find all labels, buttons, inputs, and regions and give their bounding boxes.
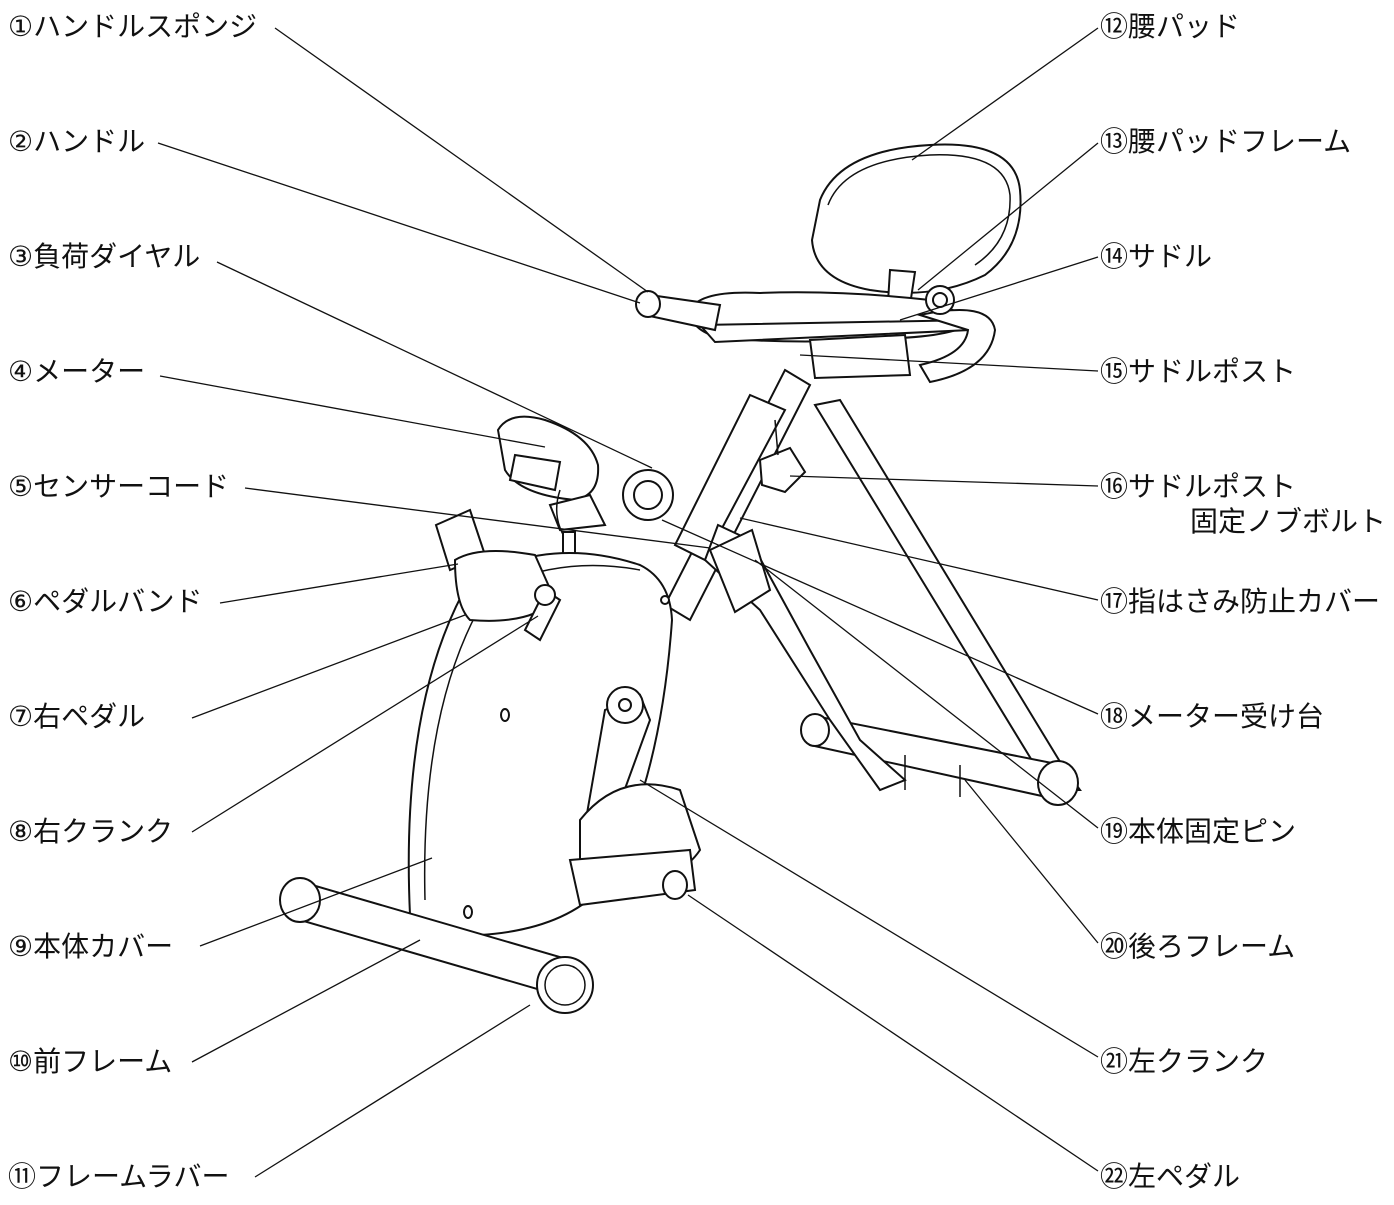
label-body-pin: ⑲本体固定ピン: [1100, 815, 1297, 848]
label-front-frame: ⑩前フレーム: [8, 1045, 173, 1078]
rear-frame: [800, 398, 1082, 806]
label-handle-sponge: ①ハンドルスポンジ: [8, 10, 258, 43]
label-body-cover: ⑨本体カバー: [8, 930, 174, 963]
label-right-crank: ⑧右クランク: [8, 815, 174, 848]
label-left-pedal: ㉒左ペダル: [1100, 1160, 1241, 1193]
label-frame-rubber: ⑪フレームラバー: [8, 1160, 230, 1193]
label-left-crank: ㉑左クランク: [1100, 1045, 1269, 1078]
label-saddle-post-knob-bolt: ⑯サドルポスト: [1100, 470, 1297, 503]
label-saddle: ⑭サドル: [1100, 240, 1213, 273]
back-pad: [810, 143, 1022, 307]
saddle: [688, 285, 997, 384]
leader-lines: [157, 27, 1099, 1178]
label-load-dial: ③負荷ダイヤル: [8, 240, 201, 273]
label-saddle-post-knob-bolt-line2: 固定ノブボルト: [1190, 505, 1387, 538]
knob: [758, 419, 807, 494]
label-pedal-band: ⑥ペダルバンド: [8, 585, 203, 618]
front-frame: [279, 877, 594, 1014]
label-meter-mount: ⑱メーター受け台: [1100, 700, 1325, 733]
label-back-pad: ⑫腰パッド: [1100, 10, 1241, 43]
label-rear-frame: ⑳後ろフレーム: [1100, 930, 1296, 963]
label-meter: ④メーター: [8, 355, 146, 388]
label-right-pedal: ⑦右ペダル: [8, 700, 146, 733]
label-finger-guard: ⑰指はさみ防止カバー: [1100, 585, 1381, 618]
label-handle: ②ハンドル: [8, 125, 146, 158]
left-pedal: [568, 686, 702, 907]
label-back-pad-frame: ⑬腰パッドフレーム: [1100, 125, 1352, 158]
handle: [635, 290, 722, 332]
label-sensor-cord: ⑤センサーコード: [8, 470, 230, 503]
seat-post: [663, 368, 907, 792]
meter: [496, 415, 674, 586]
label-saddle-post: ⑮サドルポスト: [1100, 355, 1297, 388]
right-pedal: [434, 508, 562, 642]
